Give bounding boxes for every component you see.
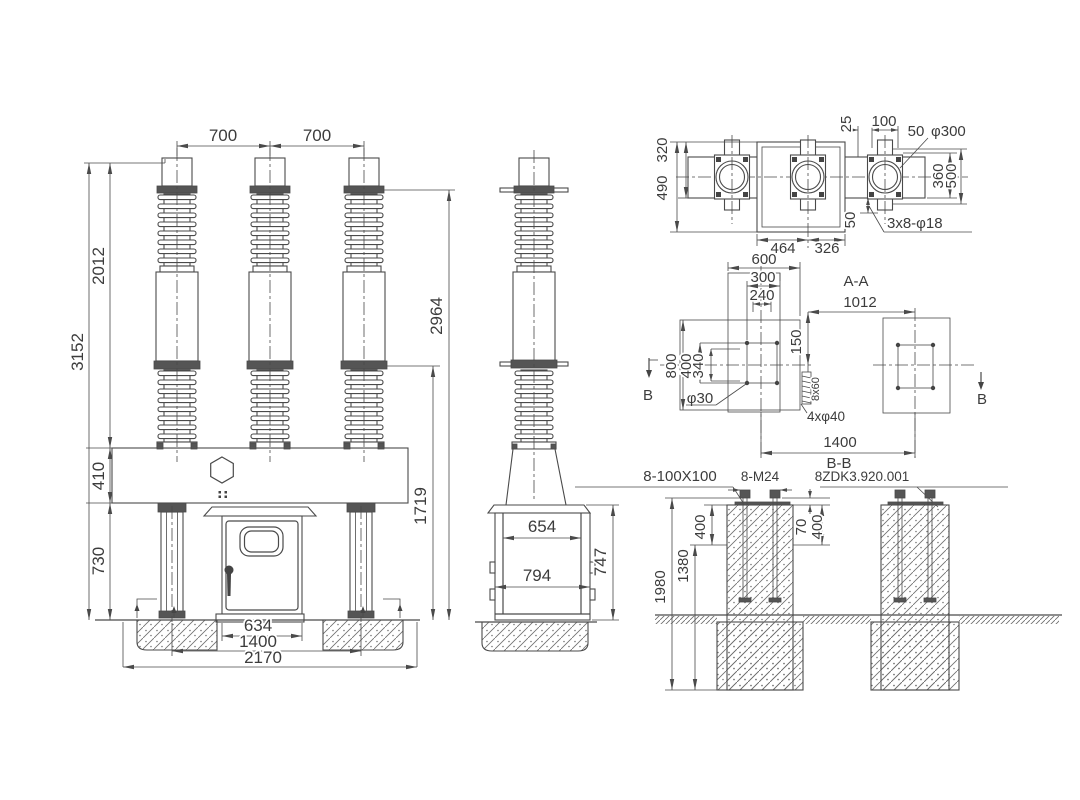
hinge — [489, 561, 496, 574]
anchor-bolt-marks — [134, 598, 403, 618]
dim-base-width: 2170 — [244, 648, 282, 667]
bolt-note: 8-M24 — [741, 469, 780, 484]
dim-1012: 1012 — [843, 294, 876, 311]
top-view: 320 490 360 500 100 25 50 φ300 50 3x8-φ1… — [652, 111, 972, 259]
dim-490: 490 — [654, 175, 671, 200]
dim-400-left: 400 — [692, 514, 709, 539]
dim-height-1719: 1719 — [411, 487, 430, 525]
left-pier-plan — [727, 272, 781, 413]
section-b-markers: B B — [641, 358, 989, 410]
dim-phi30: φ30 — [687, 390, 713, 407]
dim-340: 340 — [690, 353, 707, 378]
dim-height-2964: 2964 — [427, 297, 446, 335]
section-bb: B-B 8-100X100 8-M24 8ZDK3.920.001 — [575, 453, 1062, 691]
hinge — [589, 561, 596, 574]
bolt-holes-note: 3x8-φ18 — [887, 215, 943, 232]
doc-code: 8ZDK3.920.001 — [815, 469, 910, 484]
dim-600: 600 — [751, 251, 776, 268]
dim-400: 400 — [678, 353, 695, 378]
dim-100: 100 — [871, 113, 896, 130]
side-dimensions: 654 794 747 — [495, 504, 619, 621]
dim-464: 464 — [770, 240, 795, 257]
front-foundation — [95, 598, 420, 651]
hinge — [589, 588, 596, 601]
right-pier — [880, 504, 950, 691]
concrete-piers — [716, 504, 960, 691]
dim-1980: 1980 — [652, 570, 669, 603]
dim-326: 326 — [814, 240, 839, 257]
section-aa-title: A-A — [843, 273, 868, 290]
top-view-dimensions: 320 490 360 500 100 25 50 φ300 50 3x8-φ1… — [652, 111, 972, 259]
dim-500: 500 — [943, 163, 960, 188]
section-bb-title: B-B — [826, 455, 851, 472]
dim-pole-spacing-right: 700 — [303, 126, 331, 145]
dim-50-top: 50 — [908, 123, 925, 140]
dim-1400-aa: 1400 — [823, 434, 856, 451]
right-pad-outline — [882, 317, 951, 414]
left-pier — [726, 504, 794, 691]
dim-240: 240 — [749, 287, 774, 304]
door-window — [239, 526, 284, 557]
dim-leg-spacing: 1400 — [239, 632, 277, 651]
dim-70: 70 — [793, 519, 810, 536]
dim-1380: 1380 — [675, 549, 692, 582]
dim-25: 25 — [838, 116, 855, 133]
embedded-anchor-bolts — [734, 489, 944, 603]
side-cabinet — [486, 504, 596, 621]
side-bushing — [499, 150, 569, 506]
section-marker-b-right: B — [977, 391, 987, 408]
dim-cabinet-top-width: 654 — [528, 517, 556, 536]
dim-400-right: 400 — [809, 514, 826, 539]
dim-300: 300 — [750, 269, 775, 286]
dim-tank-height: 410 — [89, 462, 108, 490]
dim-phi300: φ300 — [931, 123, 966, 140]
aa-dimensions: 600 300 240 800 400 340 φ30 1012 150 8x6… — [661, 249, 916, 458]
side-view: 654 794 747 — [475, 150, 619, 652]
cabinet-door — [225, 520, 299, 611]
anchor-note: 4xφ40 — [807, 409, 845, 424]
bb-dimensions: 400 1380 1980 70 400 — [650, 488, 830, 691]
door-handle — [224, 565, 234, 575]
dim-cabinet-bottom-width: 794 — [523, 566, 551, 585]
dim-50-bottom: 50 — [842, 212, 859, 229]
dim-total-height: 3152 — [68, 333, 87, 371]
left-bolt-group — [746, 342, 778, 384]
section-marker-b-left: B — [643, 387, 653, 404]
bolt-size-note: 8x60 — [810, 377, 822, 401]
dim-leg-height: 730 — [89, 547, 108, 575]
dim-320: 320 — [654, 137, 671, 162]
dim-cabinet-height: 747 — [591, 548, 610, 576]
front-view: 700 700 3152 2012 410 730 2964 1719 634 … — [66, 124, 455, 670]
dim-bushing-height: 2012 — [89, 247, 108, 285]
ground — [655, 614, 1062, 624]
section-aa: A-A 600 300 240 800 400 340 φ30 1012 150 — [641, 249, 989, 458]
right-bolt-group — [897, 344, 934, 389]
dim-360: 360 — [930, 163, 947, 188]
plate-note: 8-100X100 — [643, 468, 716, 485]
breaker-tank — [111, 447, 409, 504]
hinge — [489, 588, 496, 601]
side-foundation — [475, 621, 597, 652]
dim-cabinet-width: 634 — [244, 616, 272, 635]
anchor-bolt-symbol — [801, 371, 812, 405]
hex-bolt-icon — [210, 456, 234, 484]
dim-pole-spacing-left: 700 — [209, 126, 237, 145]
mechanism-cabinet — [202, 506, 318, 623]
dim-150: 150 — [788, 329, 805, 354]
dim-800: 800 — [663, 353, 680, 378]
front-dimensions: 700 700 3152 2012 410 730 2964 1719 634 … — [66, 124, 455, 670]
